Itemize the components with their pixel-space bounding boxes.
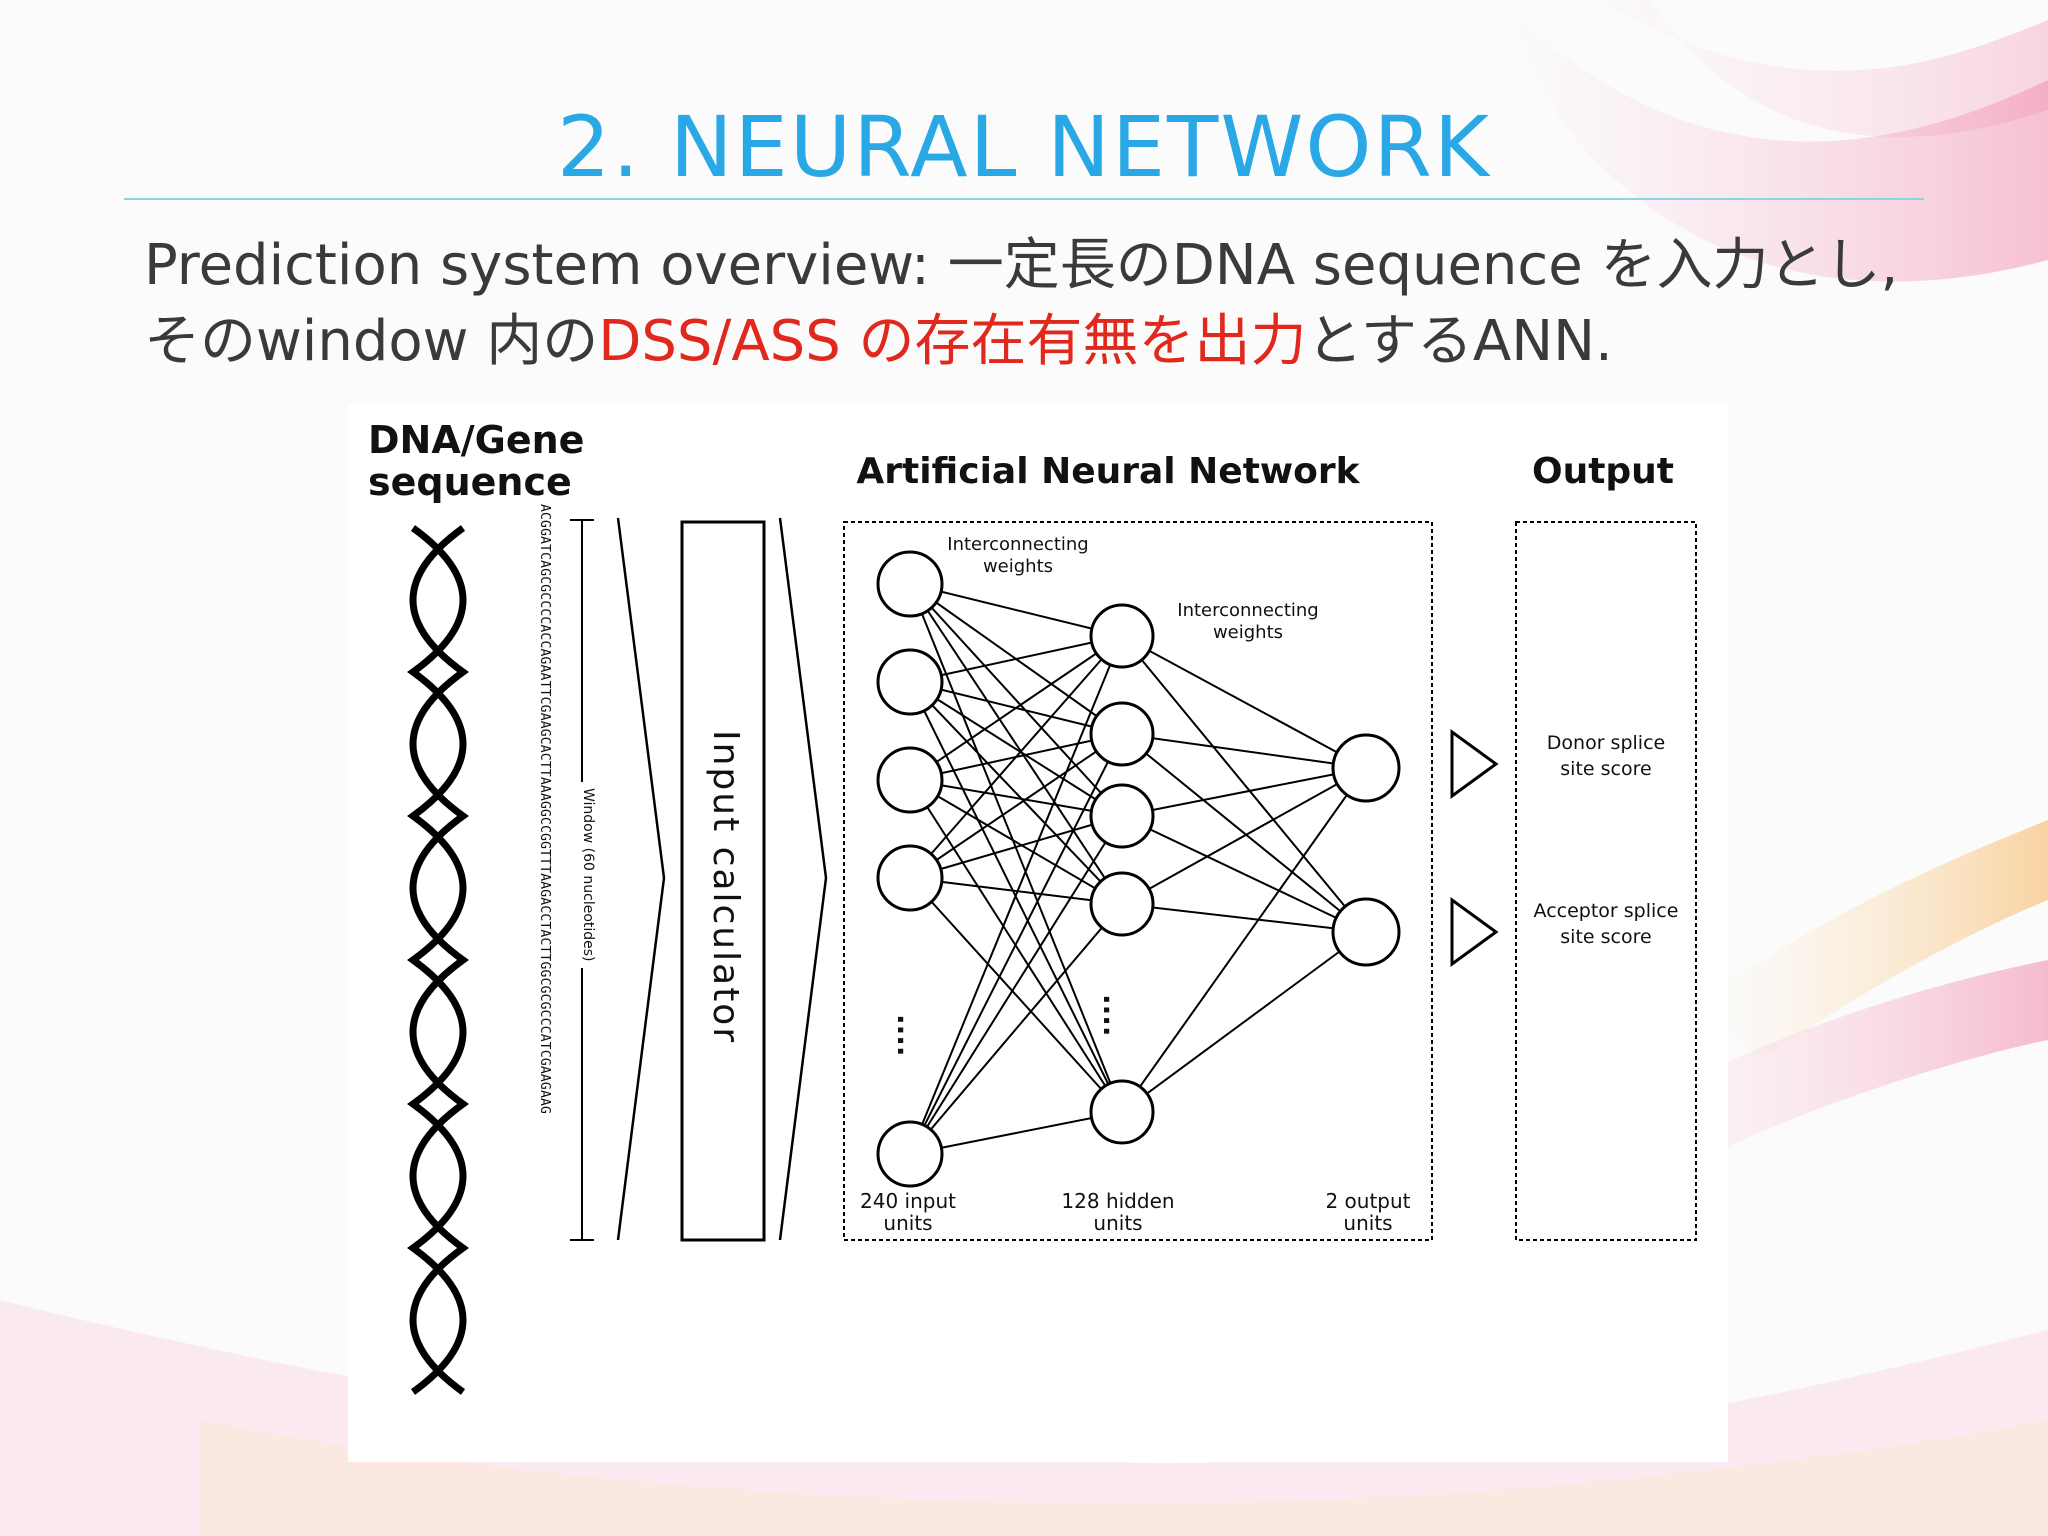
donor-output-arrow	[1450, 729, 1499, 799]
description-line-2-prefix: そのwindow 内の	[144, 309, 599, 374]
output-title: Output	[1531, 451, 1675, 492]
output-box	[1515, 521, 1697, 1241]
connection-line	[909, 779, 1123, 905]
output-units-label-line-1: 2 output	[1325, 1189, 1411, 1213]
hidden-unit-node	[1089, 871, 1155, 937]
connection-line	[1121, 767, 1367, 817]
connection-line	[909, 583, 1123, 905]
dna-strand-1	[409, 525, 469, 1395]
output-units-label-line-2: units	[1343, 1211, 1393, 1235]
prediction-system-diagram: DNA/Gene sequence ACGGATCAGCGCCCCACCAGAA…	[348, 404, 1728, 1462]
connection-line	[1121, 931, 1367, 1113]
description-highlight: DSS/ASS の存在有無を出力	[598, 309, 1307, 374]
donor-label-line-1: Donor splice	[1546, 732, 1666, 754]
weights-label-1-line-1: Interconnecting	[947, 534, 1089, 555]
dna-label-line-2: sequence	[368, 460, 572, 504]
dna-label-line-1: DNA/Gene	[368, 418, 585, 462]
connection-line	[909, 815, 1123, 879]
window-label: Window (60 nucleotides)	[580, 782, 596, 968]
connection-line	[1121, 767, 1367, 1113]
connection-line	[909, 635, 1123, 1155]
description-line-1: Prediction system overview: 一定長のDNA sequ…	[144, 233, 1899, 298]
hidden-units-label-line-1: 128 hidden	[1061, 1189, 1175, 1213]
connection-line	[1121, 815, 1367, 933]
network-connections	[909, 583, 1367, 1155]
diagram-graphics	[407, 517, 1697, 1395]
hidden-unit-node	[1089, 603, 1155, 669]
connection-line	[909, 583, 1123, 637]
hidden-units-label-line-2: units	[1093, 1211, 1143, 1235]
connection-line	[909, 877, 1123, 905]
connection-line	[1121, 635, 1367, 769]
connection-line	[1121, 903, 1367, 933]
connection-line	[909, 877, 1123, 1113]
input-units-label-line-1: 240 input	[860, 1189, 956, 1213]
connection-line	[909, 583, 1123, 817]
acceptor-output-arrow	[1450, 897, 1499, 967]
connection-line	[909, 681, 1123, 905]
connection-line	[1121, 635, 1367, 933]
arrow-to-ann	[778, 517, 828, 1241]
weights-label-1-line-2: weights	[982, 556, 1054, 577]
hidden-ellipsis: ....	[1097, 994, 1130, 1037]
hidden-unit-node	[1089, 1079, 1155, 1145]
arrow-to-input-calculator	[616, 517, 666, 1241]
connection-line	[909, 815, 1123, 1155]
connection-line	[1121, 733, 1367, 933]
donor-label-line-2: site score	[1560, 758, 1652, 780]
acceptor-label-line-2: site score	[1560, 926, 1652, 948]
acceptor-label-line-1: Acceptor splice	[1533, 900, 1679, 922]
description-line-2: そのwindow 内のDSS/ASS の存在有無を出力とするANN.	[144, 302, 1964, 382]
input-unit-node	[876, 1120, 944, 1188]
connection-line	[909, 635, 1123, 781]
dna-sequence-text: ACGGATCAGCGCCCCACCAGAATTCGAAGCACTTAAAGGC…	[537, 504, 552, 1115]
output-unit-node	[1331, 897, 1401, 967]
input-units-label-line-2: units	[883, 1211, 933, 1235]
hidden-unit-node	[1089, 701, 1155, 767]
connection-line	[909, 779, 1123, 817]
title-divider	[124, 198, 1924, 200]
description-line-2-suffix: とするANN.	[1306, 309, 1613, 374]
connection-line	[909, 635, 1123, 683]
ann-box	[843, 521, 1433, 1241]
dna-strand-2	[407, 525, 467, 1395]
connection-line	[1121, 767, 1367, 905]
input-unit-node	[876, 550, 944, 618]
input-calculator-label: Input calculator	[705, 730, 746, 1045]
connection-line	[909, 1111, 1123, 1155]
weights-label-2-line-2: weights	[1212, 622, 1284, 643]
weights-label-2-line-1: Interconnecting	[1177, 600, 1319, 621]
ann-title: Artificial Neural Network	[856, 451, 1360, 492]
input-ellipsis: ....	[891, 1014, 924, 1057]
network-nodes	[876, 550, 1401, 1188]
output-unit-node	[1331, 733, 1401, 803]
input-unit-node	[876, 844, 944, 912]
input-unit-node	[876, 648, 944, 716]
slide-title: 2. NEURAL NETWORK	[556, 98, 1491, 196]
connection-line	[909, 903, 1123, 1155]
input-calculator-box	[680, 520, 766, 1242]
connection-line	[909, 733, 1123, 879]
connection-line	[1121, 733, 1367, 769]
connection-line	[909, 681, 1123, 817]
connection-line	[909, 733, 1123, 1155]
hidden-unit-node	[1089, 783, 1155, 849]
input-unit-node	[876, 746, 944, 814]
connection-line	[909, 635, 1123, 879]
